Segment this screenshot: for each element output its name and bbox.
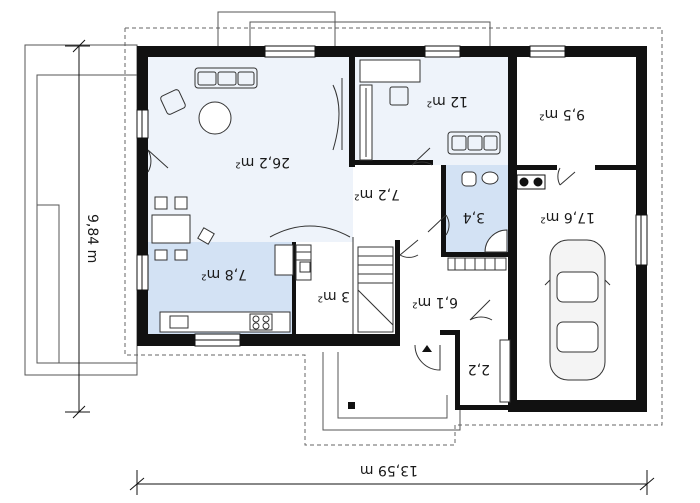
bath-fixtures xyxy=(447,171,511,403)
room-label-storage: 9,5 m² xyxy=(539,106,585,122)
room-label-bath: 3,4 xyxy=(463,209,485,225)
car-icon xyxy=(544,239,611,381)
room-label-living: 26,2 m² xyxy=(235,154,290,170)
room-label-wardrobe: 2,2 xyxy=(468,361,490,377)
width-dimension-line xyxy=(129,470,655,495)
depth-dimension-line xyxy=(65,39,90,419)
room-label-pantry: 3 m² xyxy=(317,288,350,304)
living-furniture xyxy=(160,67,343,151)
depth-dimension-label: 9,84 m xyxy=(84,214,100,263)
office-furniture xyxy=(359,59,501,161)
doors xyxy=(147,147,576,371)
room-label-garage: 17,6 m² xyxy=(540,209,595,225)
entry-terrace xyxy=(322,352,461,431)
window-lines xyxy=(141,50,642,341)
dining-set xyxy=(151,196,215,261)
boiler xyxy=(516,174,546,190)
roof-outline xyxy=(124,27,663,446)
kitchen-counter xyxy=(159,244,294,333)
room-label-entry: 6,1 m² xyxy=(412,294,458,310)
pantry-stairs xyxy=(269,225,394,334)
width-dimension-label: 13,59 m xyxy=(360,462,418,478)
top-bay xyxy=(217,11,491,48)
entrance-marker xyxy=(348,345,432,409)
room-label-office: 12 m² xyxy=(426,93,468,109)
room-label-kitchen: 7,8 m² xyxy=(201,266,247,282)
room-label-hall: 7,2 m² xyxy=(354,186,400,202)
terrace-left xyxy=(24,44,138,376)
